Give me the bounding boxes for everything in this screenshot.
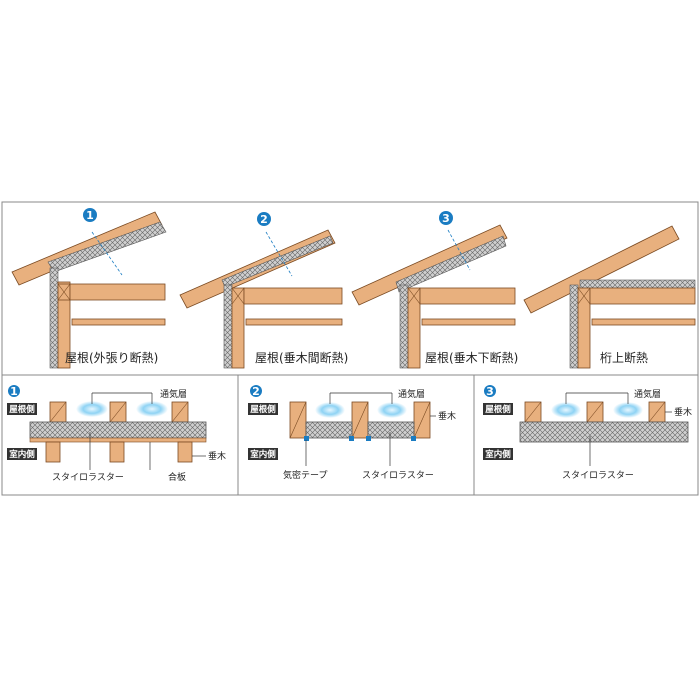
roof-insulation-layer xyxy=(47,221,167,273)
tape-label: 気密テープ xyxy=(283,469,327,481)
vent-label: 通気層 xyxy=(398,388,425,400)
vent-glow xyxy=(377,402,407,418)
roof-insulation-layer xyxy=(395,235,507,293)
top-diagram-2: 2 屋根(垂木間断熱) xyxy=(179,212,348,369)
vent-label: 通気層 xyxy=(634,388,661,400)
insulation-board xyxy=(305,421,353,439)
roof-side-tag xyxy=(7,403,37,415)
wall-stud xyxy=(231,287,245,369)
badge-number: 2 xyxy=(252,385,260,398)
floor-joist xyxy=(71,318,166,326)
wall-insulation xyxy=(399,284,409,369)
rafter-label: 垂木 xyxy=(438,410,456,422)
badge-number: 1 xyxy=(86,209,94,222)
top-diagram-3: 3 屋根(垂木下断熱) xyxy=(351,211,518,369)
roof-insulation-layer xyxy=(221,235,334,288)
badge-2 xyxy=(257,212,271,226)
ceiling-beam xyxy=(419,287,516,305)
insulation-label: スタイロラスター xyxy=(362,470,434,481)
rafter-label: 垂木 xyxy=(674,406,692,418)
rafter xyxy=(177,441,193,463)
detail-panel-3: 3 屋根側 室内側 通気層 垂木 スタイロラスター xyxy=(483,385,692,481)
badge-1 xyxy=(8,385,20,397)
plywood-label: 合板 xyxy=(168,471,186,483)
rafter xyxy=(45,441,61,463)
badge-2 xyxy=(250,385,262,397)
plywood xyxy=(29,437,207,443)
ceiling-insulation xyxy=(579,279,696,289)
airtight-tape xyxy=(411,436,416,441)
insulation-board xyxy=(367,421,415,439)
roof-side-label: 屋根側 xyxy=(250,404,276,415)
ceiling-beam xyxy=(243,287,343,305)
roof-side-tag xyxy=(483,403,513,415)
badge-3 xyxy=(484,385,496,397)
wall-insulation xyxy=(49,267,59,369)
badge-number: 1 xyxy=(10,385,18,398)
indoor-side-tag xyxy=(7,448,37,460)
diagram-frame xyxy=(1,201,699,496)
roof-side-label: 屋根側 xyxy=(9,404,35,415)
indoor-side-label: 室内側 xyxy=(485,449,511,460)
badge-number: 3 xyxy=(486,385,494,398)
roof-side-tag xyxy=(248,403,278,415)
wall-insulation xyxy=(569,284,579,369)
leader-line xyxy=(265,231,293,277)
indoor-side-label: 室内側 xyxy=(9,449,35,460)
insulation-board xyxy=(519,421,689,443)
indoor-side-tag xyxy=(483,448,513,460)
ceiling-beam xyxy=(69,283,166,301)
vent-glow xyxy=(551,402,581,418)
ceiling-beam xyxy=(589,287,696,305)
insulation-board xyxy=(29,421,207,439)
badge-number: 2 xyxy=(260,213,268,226)
badge-number: 3 xyxy=(442,212,450,225)
badge-1 xyxy=(83,208,97,222)
wall-insulation xyxy=(223,284,233,369)
indoor-side-tag xyxy=(248,448,278,460)
vent-glow xyxy=(76,401,108,417)
insulation-label: スタイロラスター xyxy=(562,470,634,481)
top-diagram-4: 桁上断熱 xyxy=(523,225,696,369)
detail-panel-1: 1 屋根側 室内側 通気層 垂木 スタイロラスター 合板 xyxy=(7,385,226,483)
roof-side-label: 屋根側 xyxy=(485,404,511,415)
indoor-side-label: 室内側 xyxy=(250,449,276,460)
roof-rafter xyxy=(523,225,680,314)
vent-glow xyxy=(136,401,168,417)
wall-stud xyxy=(407,287,421,369)
diagram-caption: 屋根(外張り断熱) xyxy=(65,350,158,365)
rafter xyxy=(109,441,125,463)
leader-line xyxy=(91,231,123,276)
wall-stud xyxy=(57,281,71,369)
airtight-tape xyxy=(366,436,371,441)
diagram-caption: 屋根(垂木下断熱) xyxy=(425,350,518,365)
diagram-caption: 屋根(垂木間断熱) xyxy=(255,350,348,365)
roof-rafter xyxy=(351,224,508,306)
diagram-caption: 桁上断熱 xyxy=(600,350,648,365)
insulation-label: スタイロラスター xyxy=(52,472,124,483)
floor-joist xyxy=(591,318,696,326)
wall-stud xyxy=(577,287,591,369)
rafter-label: 垂木 xyxy=(208,450,226,462)
airtight-tape xyxy=(349,436,354,441)
vent-label: 通気層 xyxy=(160,388,187,400)
top-diagram-1: 1 屋根(外張り断熱) xyxy=(11,208,167,369)
detail-panel-2: 2 屋根側 室内側 通気層 垂木 気密テープ スタイロラスター xyxy=(248,385,456,481)
badge-3 xyxy=(439,211,453,225)
leader-line xyxy=(447,229,471,271)
vent-glow xyxy=(315,402,345,418)
vent-glow xyxy=(613,402,643,418)
floor-joist xyxy=(245,318,343,326)
airtight-tape xyxy=(304,436,309,441)
floor-joist xyxy=(421,318,516,326)
